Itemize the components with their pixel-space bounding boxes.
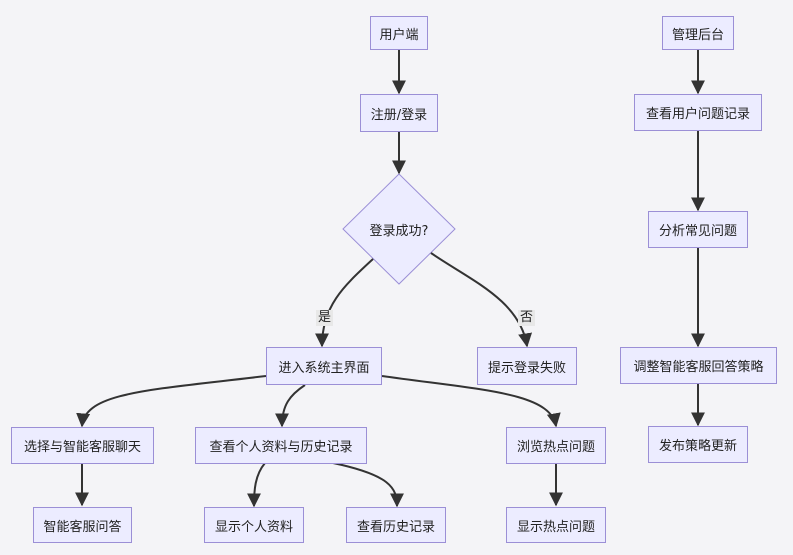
edge-decision-no xyxy=(430,252,533,348)
node-chat-with-ai: 选择与智能客服聊天 xyxy=(11,427,154,464)
edge-label-no: 否 xyxy=(518,310,536,326)
node-view-user-records: 查看用户问题记录 xyxy=(634,94,762,131)
node-login-success: 登录成功? xyxy=(369,223,429,239)
node-login-failed: 提示登录失败 xyxy=(477,347,577,385)
edge-profile-to-history xyxy=(332,462,404,508)
edge-main-to-hot xyxy=(381,375,561,428)
node-admin: 管理后台 xyxy=(662,16,734,50)
node-publish-update: 发布策略更新 xyxy=(648,426,748,463)
node-register-login: 注册/登录 xyxy=(360,94,438,132)
edge-main-to-chat xyxy=(76,375,267,428)
node-ai-qa: 智能客服问答 xyxy=(33,507,132,543)
node-show-profile: 显示个人资料 xyxy=(204,507,304,543)
edge-profile-to-show xyxy=(247,462,266,508)
node-view-profile-history: 查看个人资料与历史记录 xyxy=(195,427,367,464)
edge-label-yes: 是 xyxy=(316,310,334,326)
node-analyze-common: 分析常见问题 xyxy=(648,211,748,248)
node-view-history: 查看历史记录 xyxy=(346,507,446,543)
edge-decision-yes xyxy=(315,258,374,348)
edge-main-to-profile xyxy=(275,384,306,428)
decision-diamond xyxy=(342,173,456,285)
node-user-end: 用户端 xyxy=(370,16,428,50)
node-browse-hot: 浏览热点问题 xyxy=(506,427,606,464)
node-show-hot: 显示热点问题 xyxy=(506,507,606,543)
node-enter-main: 进入系统主界面 xyxy=(266,347,382,385)
node-adjust-strategy: 调整智能客服回答策略 xyxy=(620,347,777,384)
